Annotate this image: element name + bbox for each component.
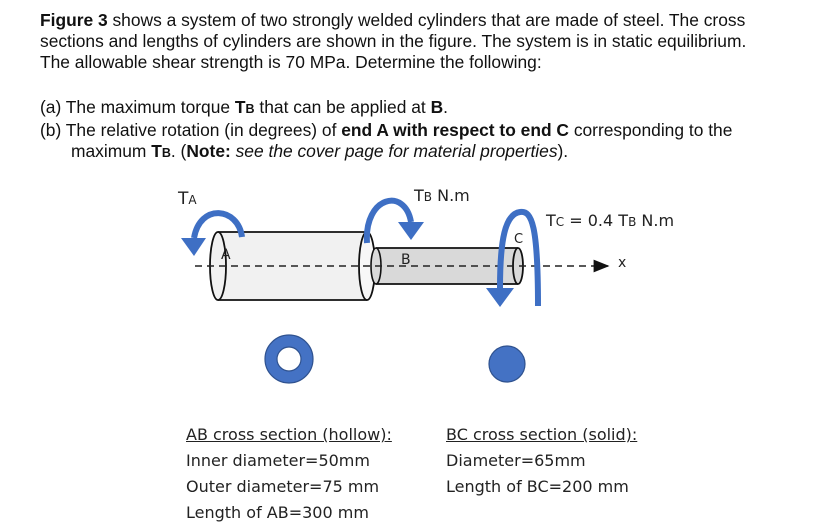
ab-outer-diameter: Outer diameter=75 mm	[186, 477, 380, 496]
problem-questions: (a) The maximum torque TB that can be ap…	[40, 97, 820, 164]
point-a-label: A	[221, 247, 231, 263]
torque-a-label: TA	[178, 189, 197, 209]
intro-line-1: Figure 3 shows a system of two strongly …	[40, 10, 746, 30]
problem-intro: Figure 3 shows a system of two strongly …	[40, 10, 820, 73]
bc-diameter: Diameter=65mm	[446, 451, 586, 470]
bc-section-info: BC cross section (solid): Diameter=65mm …	[446, 422, 637, 500]
figure-reference: Figure 3	[40, 10, 108, 30]
question-b-continued: maximum TB. (Note: see the cover page fo…	[71, 141, 569, 161]
point-b-label: B	[401, 252, 411, 268]
bc-solid-section-icon	[488, 345, 526, 383]
intro-line-2: sections and lengths of cylinders are sh…	[40, 31, 747, 51]
question-b: (b) The relative rotation (in degrees) o…	[40, 120, 733, 140]
bc-length: Length of BC=200 mm	[446, 477, 629, 496]
bc-section-title: BC cross section (solid):	[446, 425, 638, 444]
ab-inner-diameter: Inner diameter=50mm	[186, 451, 370, 470]
ab-length: Length of AB=300 mm	[186, 503, 369, 522]
torque-a-arrow-icon	[181, 210, 245, 256]
ab-section-title: AB cross section (hollow):	[186, 425, 392, 444]
torque-b-label: TB N.m	[414, 186, 470, 205]
x-axis-label: x	[618, 255, 627, 271]
torque-c-arrow-icon	[486, 208, 541, 307]
torque-c-label: TC = 0.4 TB N.m	[546, 211, 675, 230]
torque-b-arrow-icon	[363, 197, 424, 244]
point-c-label: C	[514, 232, 524, 247]
intro-line-3: The allowable shear strength is 70 MPa. …	[40, 52, 542, 72]
question-a: (a) The maximum torque TB that can be ap…	[40, 97, 448, 117]
ab-section-info: AB cross section (hollow): Inner diamete…	[186, 422, 392, 526]
shaft-diagram	[181, 197, 610, 384]
